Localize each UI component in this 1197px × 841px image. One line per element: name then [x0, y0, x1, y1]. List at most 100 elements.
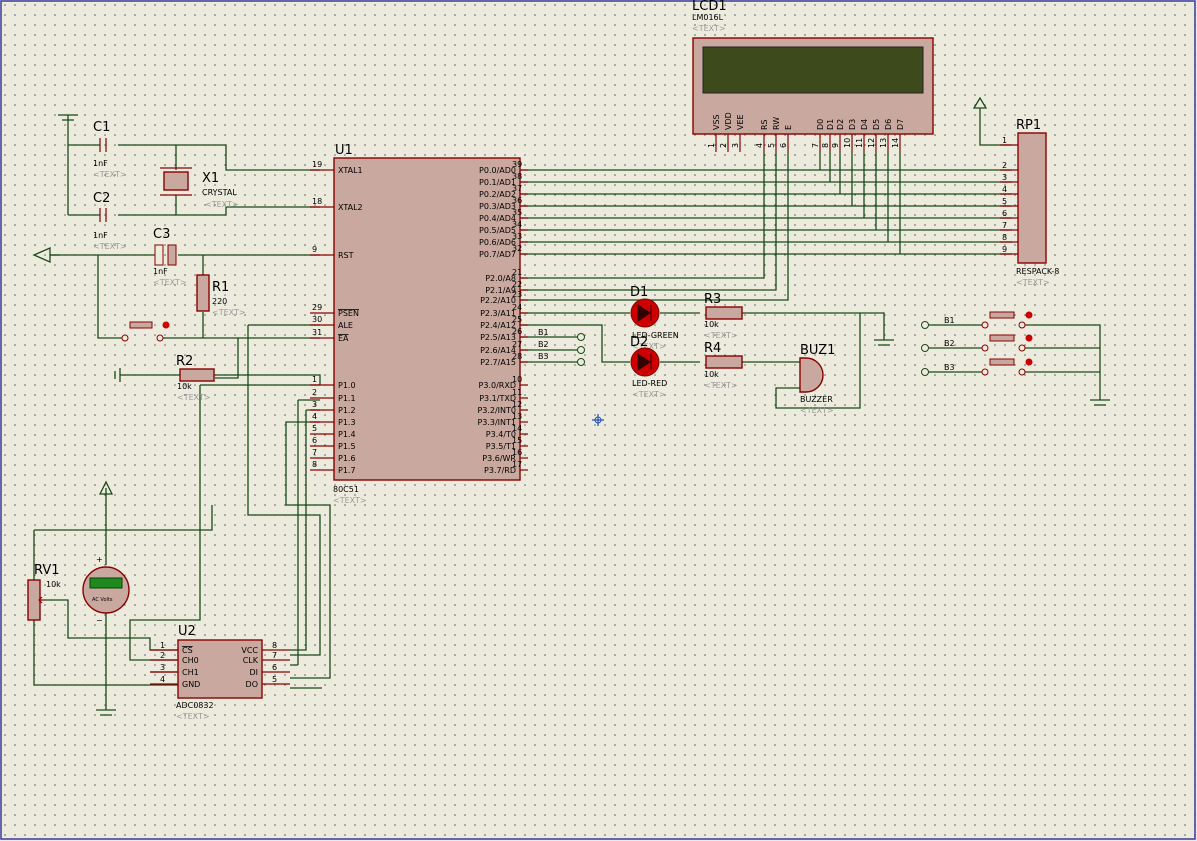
lcd1-ref: LCD1: [692, 0, 727, 14]
c3-capacitor[interactable]: C3 1nF <TEXT>: [153, 227, 187, 287]
u1-pin-number: 34: [512, 220, 522, 229]
cursor-crosshair-icon: [592, 414, 604, 426]
rv1-potentiometer[interactable]: RV1 10k: [27, 563, 61, 621]
u2-pin-name: CLK: [243, 656, 259, 665]
u1-pin-number: 16: [512, 448, 522, 457]
u1-pin-name: P1.2: [338, 406, 356, 415]
wires: [33, 108, 1110, 716]
u1-pin-number: 9: [312, 245, 317, 254]
x1-ref: X1: [202, 171, 219, 186]
u1-pin-name: P1.5: [338, 442, 356, 451]
r3-text: <TEXT>: [704, 331, 738, 340]
lcd1-pin-number: 7: [811, 143, 820, 148]
voltmeter-label: AC Volts: [92, 597, 113, 603]
u1-pin-number: 37: [512, 184, 522, 193]
rp1-value: RESPACK-8: [1016, 267, 1059, 276]
lcd1-display[interactable]: LCD1 LM016L <TEXT> VSS1VDD2VEE3RS4RW5E6D…: [692, 0, 934, 152]
rp1-body: [1017, 132, 1047, 264]
c2-capacitor[interactable]: C2 1nF <TEXT>: [93, 191, 127, 251]
button-b2-label: B2: [944, 339, 955, 348]
u2-text: <TEXT>: [176, 712, 210, 721]
u1-microcontroller[interactable]: U1 80C51 <TEXT> 19XTAL118XTAL29RST29PSEN…: [310, 143, 528, 505]
d2-led-red[interactable]: D2 LED-RED <TEXT>: [630, 335, 667, 399]
u1-pin-number: 28: [512, 352, 522, 361]
r4-resistor[interactable]: R4 10k <TEXT>: [704, 341, 743, 390]
u1-value: 80C51: [333, 485, 359, 494]
u1-pin-number: 14: [512, 424, 522, 433]
button-b1-label: B1: [944, 316, 955, 325]
lcd1-pin-name: RS: [760, 119, 769, 130]
d1-led-green[interactable]: D1 LED-GREEN <TEXT>: [630, 285, 679, 351]
u1-pin-name: P2.7/A15: [480, 358, 516, 367]
lcd1-pin-name: D6: [884, 119, 893, 130]
u1-pin-name: ALE: [338, 321, 353, 330]
button-b3[interactable]: B3: [921, 358, 1033, 376]
u1-pin-number: 23: [512, 290, 522, 299]
r3-resistor[interactable]: R3 10k <TEXT>: [704, 292, 743, 340]
d2-text: <TEXT>: [632, 390, 666, 399]
voltmeter[interactable]: AC Volts + −: [82, 555, 130, 625]
u1-pin-name: P1.6: [338, 454, 356, 463]
u1-pin-name: P3.0/RXD: [479, 381, 516, 390]
x1-crystal[interactable]: X1 CRYSTAL <TEXT>: [160, 167, 239, 209]
c1-capacitor[interactable]: C1 1nF <TEXT>: [93, 120, 127, 179]
reset-pushbutton[interactable]: [121, 321, 170, 342]
u1-pin-name: RST: [338, 251, 354, 260]
c1-text: <TEXT>: [93, 170, 127, 179]
u2-pin-number: 8: [272, 641, 277, 650]
rp1-text: <TEXT>: [1016, 278, 1050, 287]
u1-pin-number: 36: [512, 196, 522, 205]
u1-pin-number: 22: [512, 280, 522, 289]
u2-pin-name: DI: [249, 668, 258, 677]
rp1-pin-number: 9: [1002, 245, 1007, 254]
u1-pin-number: 1: [312, 375, 317, 384]
rp1-pin-number: 8: [1002, 233, 1007, 242]
lcd1-pin-number: 2: [719, 143, 728, 148]
u2-pin-name: CH1: [182, 668, 199, 677]
lcd1-pin-number: 14: [891, 138, 900, 148]
u1-pin-number: 35: [512, 208, 522, 217]
rp1-pin-number: 1: [1002, 136, 1007, 145]
u1-pin-number: 5: [312, 424, 317, 433]
u2-pin-number: 6: [272, 663, 277, 672]
r2-resistor[interactable]: R2 10k <TEXT>: [176, 354, 215, 402]
u1-pin-name: PSEN: [338, 309, 359, 318]
r1-resistor[interactable]: R1 220 <TEXT>: [196, 274, 246, 317]
u1-pin-name: P2.6/A14: [480, 346, 516, 355]
lcd1-pins: VSS1VDD2VEE3RS4RW5E6D07D18D29D310D411D51…: [707, 112, 905, 152]
voltmeter-display: [89, 577, 123, 589]
lcd1-pin-number: 9: [831, 143, 840, 148]
lcd1-pin-name: E: [784, 125, 793, 130]
u2-pin-number: 4: [160, 675, 165, 684]
u2-body: [177, 639, 263, 699]
r2-text: <TEXT>: [177, 393, 211, 402]
u2-pin-number: 3: [160, 663, 165, 672]
u1-left-pins: 19XTAL118XTAL29RST29PSEN30ALE31EA1P1.02P…: [310, 160, 363, 475]
buz1-ref: BUZ1: [800, 343, 835, 358]
u1-pin-number: 24: [512, 303, 522, 312]
d2-ref: D2: [630, 335, 648, 350]
rp1-pin-number: 5: [1002, 197, 1007, 206]
r2-value: 10k: [177, 382, 192, 391]
r3-ref: R3: [704, 292, 721, 307]
u1-pin-name: P1.7: [338, 466, 356, 475]
u1-pin-name: P0.1/AD1: [479, 178, 516, 187]
u1-pin-name: P3.6/WR: [482, 454, 516, 463]
u1-body: [333, 157, 521, 481]
button-b1[interactable]: B1: [921, 311, 1033, 329]
button-b2[interactable]: B2: [921, 334, 1033, 352]
d2-value: LED-RED: [632, 379, 667, 388]
lcd1-pin-name: VEE: [736, 114, 745, 130]
u2-pin-number: 2: [160, 651, 165, 660]
d1-ref: D1: [630, 285, 648, 300]
u1-pin-number: 4: [312, 412, 317, 421]
u1-pin-number: 10: [512, 375, 522, 384]
u2-pin-number: 7: [272, 651, 277, 660]
u1-pin-name: XTAL1: [338, 166, 363, 175]
buz1-buzzer[interactable]: BUZ1 BUZZER <TEXT>: [799, 343, 835, 415]
